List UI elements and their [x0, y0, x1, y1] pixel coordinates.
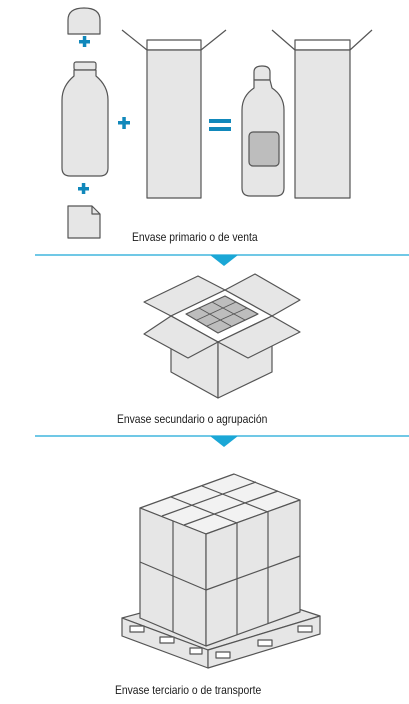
carton-box-icon — [121, 29, 227, 199]
triangle-down-icon — [210, 255, 238, 266]
section-divider — [35, 254, 409, 266]
equals-icon — [209, 119, 231, 131]
stacked-boxes-icon — [139, 473, 301, 647]
secondary-packaging-caption: Envase secundario o agrupación — [117, 412, 268, 426]
bottle-cap-icon — [67, 7, 101, 35]
bottle-icon — [61, 61, 109, 177]
section-divider — [35, 435, 409, 447]
primary-packaging-caption: Envase primario o de venta — [132, 230, 258, 244]
triangle-down-icon — [210, 436, 238, 447]
labeled-bottle-icon — [241, 65, 285, 197]
plus-icon — [79, 36, 90, 47]
open-box-icon — [143, 273, 301, 399]
label-icon — [67, 205, 101, 239]
carton-box-icon — [271, 29, 373, 199]
plus-icon — [118, 117, 130, 129]
tertiary-packaging-caption: Envase terciario o de transporte — [115, 683, 262, 697]
plus-icon — [78, 183, 89, 194]
